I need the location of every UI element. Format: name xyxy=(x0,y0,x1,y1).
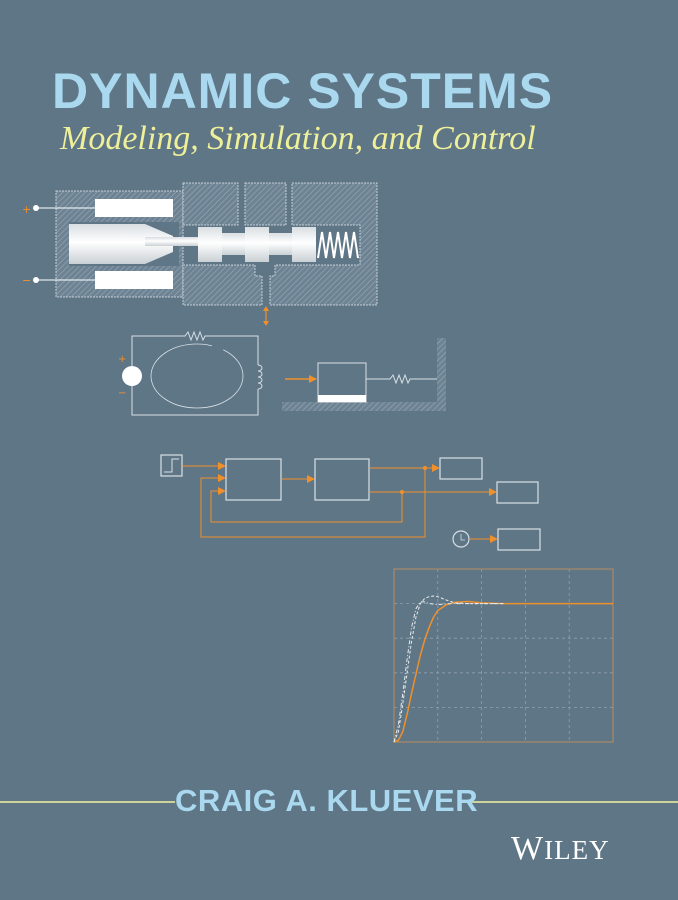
terminal-minus: − xyxy=(22,274,95,287)
divider-right xyxy=(465,801,678,803)
step-response-plot xyxy=(393,568,614,743)
coil-top xyxy=(95,199,173,217)
rl-circuit-diagram: + − xyxy=(118,330,263,416)
book-title: DYNAMIC SYSTEMS xyxy=(52,63,554,119)
series-line-response-dashed xyxy=(393,595,504,743)
plunger xyxy=(69,224,173,264)
voltage-source xyxy=(122,366,142,386)
coil-bottom xyxy=(95,271,173,289)
source-minus-label: − xyxy=(118,388,126,399)
terminal-minus-label: − xyxy=(22,274,31,287)
solenoid-valve-diagram: + − xyxy=(22,182,378,326)
series-line-response-dashdot xyxy=(393,601,504,743)
block-diagram xyxy=(160,454,541,551)
book-subtitle: Modeling, Simulation, and Control xyxy=(60,120,536,157)
terminal-plus-label: + xyxy=(22,203,31,216)
output-block-2 xyxy=(496,481,539,504)
source-plus-label: + xyxy=(118,354,126,365)
plot-frame xyxy=(393,568,614,743)
mass-damper-diagram xyxy=(282,338,446,411)
block-1 xyxy=(225,458,282,501)
block-2 xyxy=(314,458,370,501)
series-line-response-solid xyxy=(393,600,613,743)
publisher-logo: WILEY xyxy=(511,830,610,867)
author-name: CRAIG A. KLUEVER xyxy=(175,783,479,818)
spool xyxy=(198,227,316,262)
valve-spring xyxy=(317,231,359,259)
output-block-1 xyxy=(439,457,483,480)
terminal-plus: + xyxy=(22,203,95,216)
divider-left xyxy=(0,801,175,803)
output-block-3 xyxy=(497,528,541,551)
rod xyxy=(145,237,201,246)
